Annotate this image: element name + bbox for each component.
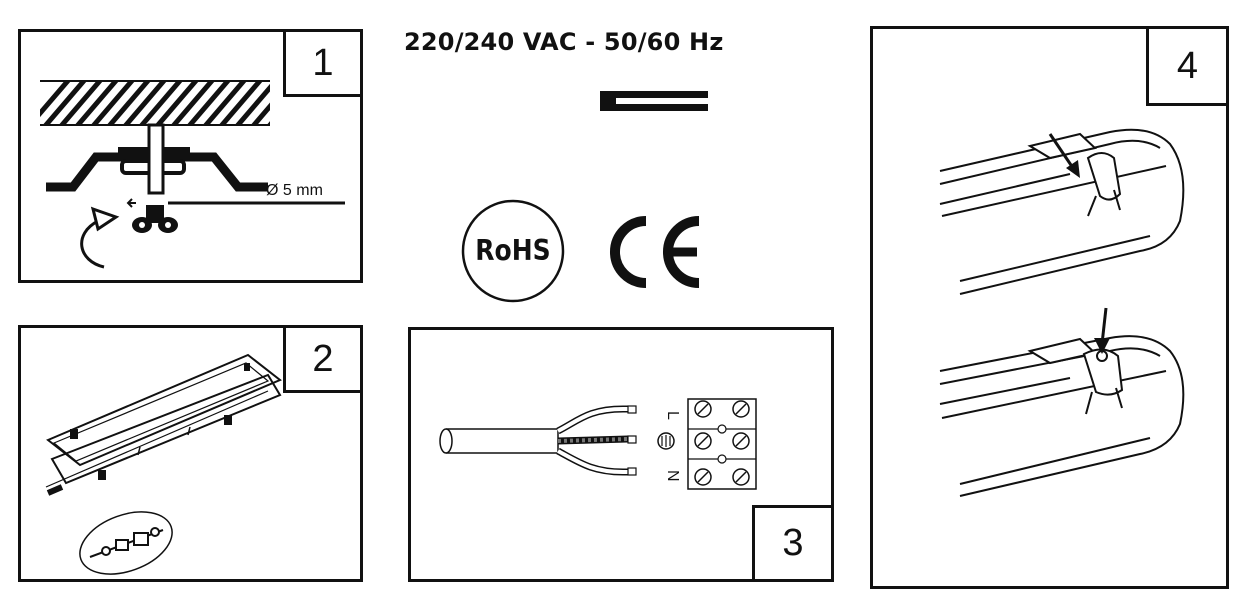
terminal-label-l: L [664, 411, 681, 420]
luminaire-icon [939, 128, 1185, 497]
step-1-number: 1 [283, 29, 363, 97]
dc-symbol-icon [600, 91, 708, 111]
ce-mark-icon [610, 216, 700, 288]
step-4-panel [870, 26, 1229, 589]
voltage-label: 220/240 VAC - 50/60 Hz [404, 28, 724, 56]
terminal-block-icon [687, 398, 757, 490]
diameter-label: Ø 5 mm [266, 182, 323, 199]
step-3-number: 3 [752, 505, 834, 582]
luminaire-open-icon [45, 353, 282, 575]
ceiling-mount-icon: Ø 5 mm [40, 80, 345, 269]
rohs-text: RoHS [475, 234, 550, 267]
rohs-mark-icon: RoHS [461, 199, 565, 303]
step-2-number: 2 [283, 325, 363, 393]
step-4-number: 4 [1146, 26, 1229, 106]
terminal-label-n: N [664, 470, 681, 482]
wiring-diagram-icon: L N [439, 398, 757, 490]
